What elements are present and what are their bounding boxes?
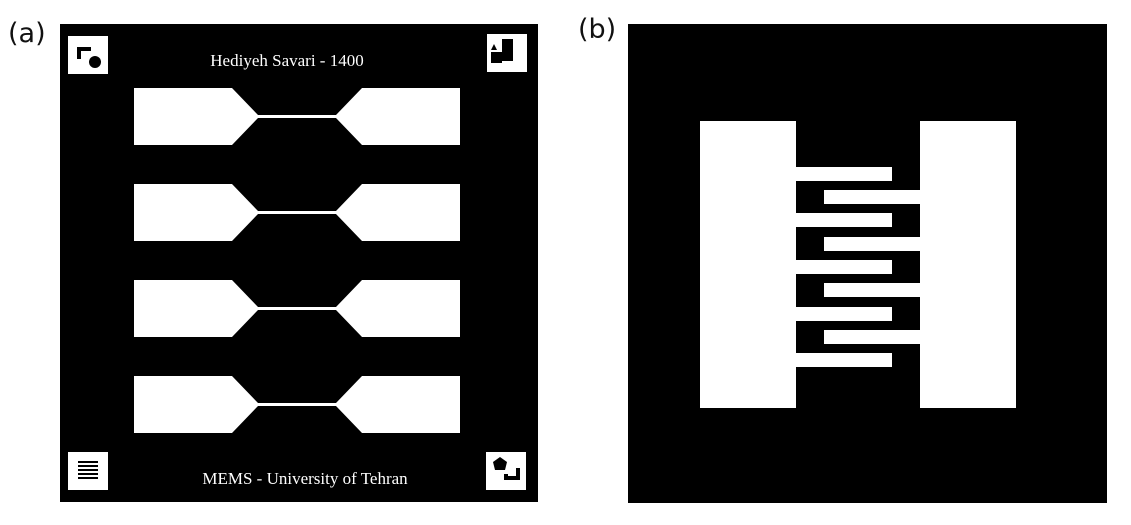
right-pad — [336, 184, 460, 241]
right-finger — [824, 190, 920, 204]
right-pad — [336, 376, 460, 433]
structure-row-2 — [134, 184, 460, 241]
beam — [258, 211, 336, 214]
right-finger — [824, 237, 920, 251]
right-pad — [336, 280, 460, 337]
panel-a-label: (a) — [8, 18, 46, 49]
mask-top-text: Hediyeh Savari - 1400 — [210, 51, 363, 70]
structure-row-1 — [134, 88, 460, 145]
left-pad — [134, 88, 258, 145]
beam — [258, 403, 336, 406]
structure-row-3 — [134, 280, 460, 337]
mask-bottom-text: MEMS - University of Tehran — [202, 469, 408, 488]
right-pad — [336, 88, 460, 145]
beam — [258, 307, 336, 310]
panel-a-mask: Hediyeh Savari - 1400 MEMS - University … — [60, 24, 538, 502]
panel-b-label: (b) — [578, 14, 617, 45]
left-finger — [796, 213, 892, 227]
beam — [258, 115, 336, 118]
left-fingers — [796, 167, 892, 367]
right-finger — [824, 330, 920, 344]
left-pad — [134, 376, 258, 433]
bars-mark-icon — [68, 452, 108, 490]
left-finger — [796, 167, 892, 181]
panel-b-mask — [628, 24, 1107, 503]
panel-a-background — [60, 24, 538, 502]
left-pad — [134, 184, 258, 241]
left-finger — [796, 353, 892, 367]
left-electrode-pad — [700, 121, 796, 408]
structure-row-4 — [134, 376, 460, 433]
right-finger — [824, 283, 920, 297]
pentagon-cup-mark-icon — [486, 452, 526, 490]
left-finger — [796, 260, 892, 274]
left-pad — [134, 280, 258, 337]
triangle-squares-mark-icon — [487, 34, 527, 72]
left-finger — [796, 307, 892, 321]
rect-circle-mark-icon — [68, 36, 108, 74]
right-electrode-pad — [920, 121, 1016, 408]
right-fingers — [824, 190, 920, 344]
